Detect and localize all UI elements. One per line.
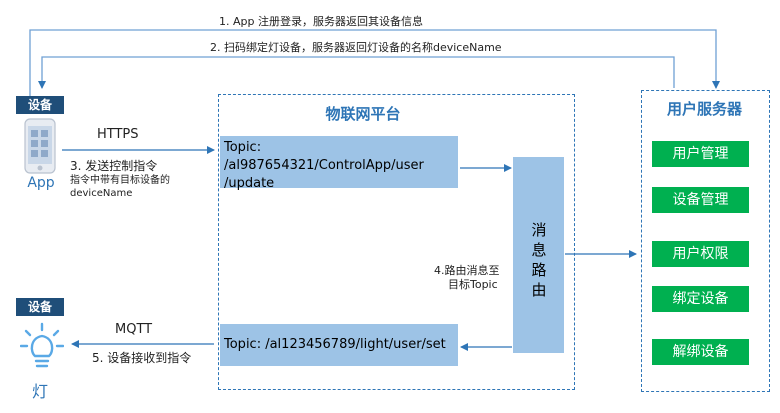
user-service-container: [641, 90, 770, 392]
step3-note-line2: deviceName: [70, 188, 133, 199]
step1-label: 1. App 注册登录，服务器返回其设备信息: [219, 15, 423, 28]
step3-note-line1: 指令中带有目标设备的: [70, 175, 170, 186]
step2-arrow: [38, 56, 675, 89]
service-item-unbind-device: 解绑设备: [652, 339, 749, 365]
step4-line2: 目标Topic: [448, 278, 498, 291]
router-label: 消 息 路 由: [531, 221, 547, 299]
topic-control-app: Topic: /al987654321/ControlApp/user /upd…: [220, 136, 458, 191]
step2-label: 2. 扫码绑定灯设备，服务器返回灯设备的名称deviceName: [210, 41, 502, 54]
lightbulb-icon: [19, 322, 65, 370]
service-item-bind-device: 绑定设备: [652, 286, 749, 312]
app-device-badge: 设备: [16, 96, 64, 114]
step4-line1: 4.路由消息至: [434, 264, 500, 277]
topic-light-set: Topic: /al123456789/light/user/set: [220, 324, 458, 366]
message-router: [513, 157, 564, 353]
user-service-title: 用户服务器: [666, 100, 742, 118]
iot-platform-container: [218, 94, 575, 390]
lamp-label: 灯: [31, 382, 48, 401]
step1-arrow: [29, 29, 720, 96]
platform-title: 物联网平台: [325, 105, 401, 123]
topic-app-line3: /update: [224, 176, 275, 191]
phone-icon: [22, 118, 58, 174]
mqtt-label: MQTT: [115, 322, 153, 337]
app-label: App: [27, 175, 55, 191]
topic-app-line1: Topic:: [224, 140, 262, 155]
lamp-device-badge: 设备: [16, 298, 64, 316]
https-label: HTTPS: [97, 127, 139, 142]
step3-title: 3. 发送控制指令: [70, 159, 158, 173]
topic-app-line2: /al987654321/ControlApp/user: [224, 158, 424, 173]
service-item-user-permissions: 用户权限: [652, 241, 749, 267]
service-item-device-management: 设备管理: [652, 187, 749, 213]
step5-label: 5. 设备接收到指令: [92, 351, 192, 365]
service-item-user-management: 用户管理: [652, 141, 749, 167]
